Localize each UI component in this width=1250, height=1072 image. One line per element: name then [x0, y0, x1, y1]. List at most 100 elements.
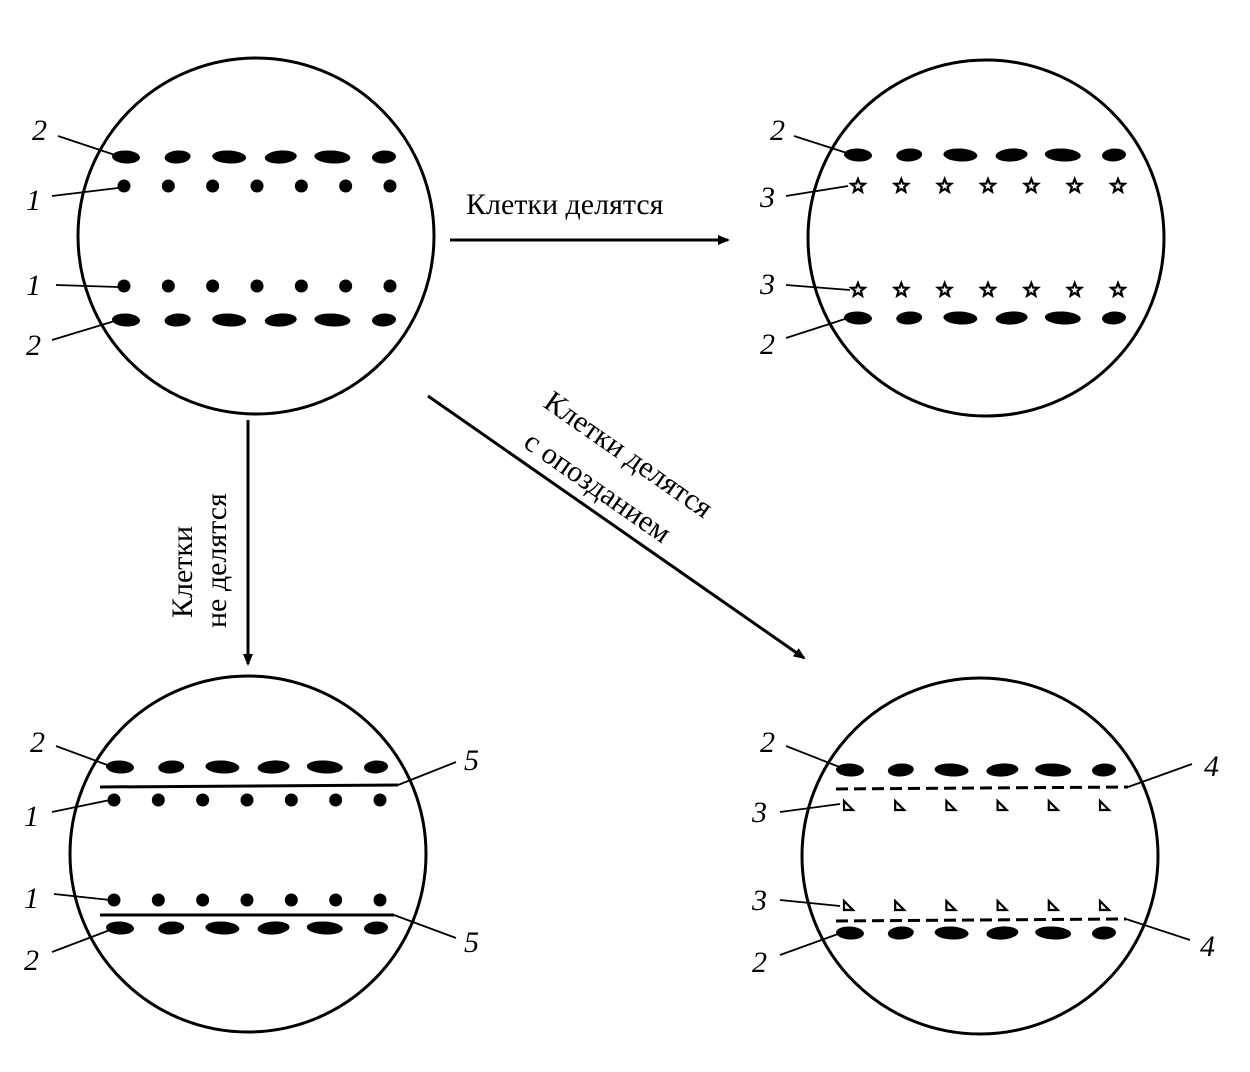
heterochromatin-band: [112, 150, 140, 164]
dot-marker: [284, 793, 298, 807]
triangle-marker: [1047, 798, 1061, 812]
row-2-upper: [106, 760, 388, 774]
star-marker: [1065, 279, 1085, 299]
heterochromatin-band: [836, 926, 864, 940]
star-marker: [935, 175, 955, 195]
heterochromatin-band: [1044, 311, 1081, 325]
heterochromatin-band: [264, 313, 297, 327]
heterochromatin-band: [844, 148, 872, 162]
heterochromatin-band: [896, 148, 923, 162]
heterochromatin-band: [1092, 926, 1116, 940]
circle-bottom-left: 2 1 1 2 5 5: [24, 674, 479, 1034]
star-marker: [891, 279, 911, 299]
leader-line: [785, 185, 849, 197]
heterochromatin-band: [264, 150, 297, 164]
arrow-label-divide: Клетки делятся: [466, 188, 664, 221]
row-1-lower: [107, 893, 387, 907]
heterochromatin-band: [986, 763, 1019, 777]
heterochromatin-band: [158, 921, 185, 935]
triangle-marker: [894, 898, 907, 912]
star-marker: [848, 279, 868, 299]
heterochromatin-band: [1035, 926, 1072, 940]
triangle-marker: [842, 798, 856, 812]
dot-marker: [373, 793, 387, 807]
heterochromatin-band: [1102, 311, 1126, 325]
heterochromatin-band: [1102, 148, 1126, 162]
heterochromatin-band: [205, 921, 240, 935]
leader-line: [785, 284, 851, 291]
heterochromatin-band: [314, 150, 351, 164]
arrow-divide: Клетки делятся: [450, 188, 730, 245]
triangle-marker: [1098, 798, 1112, 812]
leader-line: [779, 899, 841, 907]
leader-line: [397, 761, 457, 786]
heterochromatin-band: [372, 313, 396, 327]
star-marker: [1021, 175, 1041, 195]
leader-line: [393, 914, 457, 939]
row-3-lower: [848, 279, 1128, 299]
star-marker: [891, 175, 911, 195]
line-4-upper: [835, 785, 1129, 791]
row-1-lower: [117, 279, 397, 293]
heterochromatin-band: [364, 760, 388, 774]
dot-marker: [151, 793, 165, 807]
label-2: 2: [770, 114, 785, 147]
dot-marker: [294, 179, 308, 193]
triangle-marker: [945, 898, 959, 912]
triangle-marker: [996, 898, 1010, 912]
dot-marker: [240, 793, 254, 807]
dot-marker: [206, 279, 220, 293]
arrow-line: [427, 394, 806, 660]
row-2-upper: [836, 763, 1116, 777]
heterochromatin-band: [106, 760, 134, 774]
circle-outline: [806, 58, 1166, 418]
leader-line: [51, 187, 119, 197]
heterochromatin-band: [1035, 763, 1072, 777]
leader-line: [51, 929, 111, 953]
heterochromatin-band: [943, 311, 978, 325]
heterochromatin-band: [844, 311, 872, 325]
leader-line: [55, 745, 111, 767]
heterochromatin-band: [995, 311, 1028, 325]
label-1: 1: [24, 800, 39, 833]
heterochromatin-band: [934, 763, 969, 777]
leader-line: [51, 319, 119, 341]
dot-marker: [339, 179, 353, 193]
triangle-marker: [996, 798, 1010, 812]
heterochromatin-band: [306, 921, 343, 935]
triangle-marker: [945, 798, 959, 812]
dot-marker: [329, 793, 343, 807]
leader-line: [53, 893, 111, 901]
dot-marker: [161, 179, 175, 193]
star-marker: [1021, 279, 1041, 299]
row-2-upper: [844, 148, 1126, 162]
leader-line: [1125, 918, 1191, 941]
heterochromatin-band: [257, 760, 290, 774]
label-3: 3: [751, 796, 767, 829]
leader-line: [55, 284, 119, 288]
heterochromatin-band: [306, 760, 343, 774]
label-2: 2: [26, 329, 41, 362]
star-marker: [1108, 279, 1128, 299]
row-3-lower: [842, 898, 1112, 912]
star-marker: [978, 279, 998, 299]
dot-marker: [240, 893, 254, 907]
dot-marker: [339, 279, 353, 293]
label-2: 2: [30, 726, 45, 759]
circle-bottom-right: 2 3 3 2 4 4: [751, 676, 1219, 1036]
label-4: 4: [1200, 930, 1215, 963]
leader-line: [785, 745, 843, 769]
triangle-marker: [1047, 898, 1061, 912]
label-5: 5: [464, 926, 479, 959]
label-2: 2: [32, 114, 47, 147]
label-2: 2: [760, 726, 775, 759]
row-1-upper: [107, 793, 387, 807]
heterochromatin-band: [1044, 148, 1081, 162]
label-2: 2: [24, 944, 39, 977]
row-2-upper: [112, 150, 396, 164]
heterochromatin-band: [314, 313, 351, 327]
heterochromatin-band: [372, 150, 396, 164]
leader-line: [779, 803, 841, 813]
arrow-label-no-divide-1: Клетки: [166, 526, 199, 618]
circle-top-left: 2 1 1 2: [26, 56, 436, 416]
